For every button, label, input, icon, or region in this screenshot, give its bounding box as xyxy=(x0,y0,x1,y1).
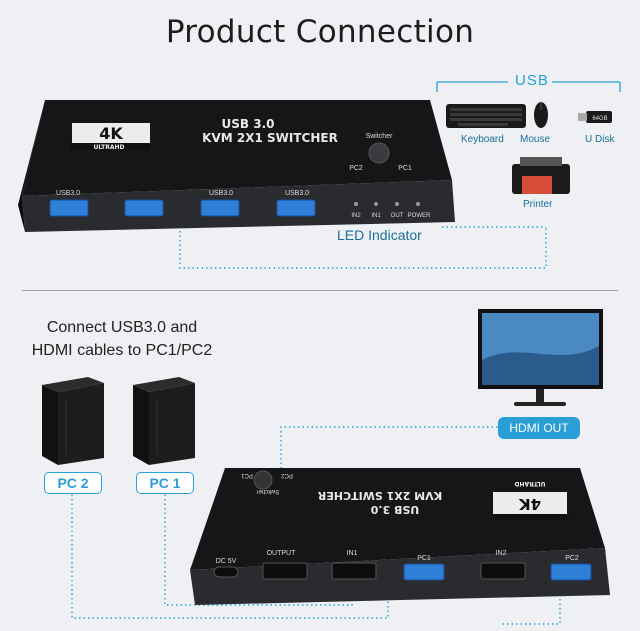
badge-4k-top: 4K xyxy=(99,124,123,143)
port-label-4: USB3.0 xyxy=(285,190,309,197)
badge-ultrahd-bottom: ULTRAHD xyxy=(514,480,545,487)
bottom-pc2-label: PC2 xyxy=(281,472,293,478)
usb-label: USB xyxy=(515,72,549,89)
top-device-line1: USB 3.0 xyxy=(222,117,275,131)
indicator-out: OUT xyxy=(391,213,404,219)
keyboard-label: Keyboard xyxy=(461,134,504,145)
bottom-device-line2: KVM 2X1 SWITCHER xyxy=(317,489,442,502)
led-dots xyxy=(354,202,420,206)
bottom-device-line1: USB 3.0 xyxy=(370,503,419,516)
pc1-badge: PC 1 xyxy=(136,472,194,494)
indicator-power: POWER xyxy=(408,213,431,219)
connect-line-1: Connect USB3.0 and xyxy=(46,319,198,336)
pc2-badge: PC 2 xyxy=(44,472,102,494)
port-label-1: USB3.0 xyxy=(56,190,80,197)
keyboard-icon xyxy=(446,104,526,128)
in1-label: IN1 xyxy=(347,550,358,557)
top-switcher-label: Switcher xyxy=(366,133,394,140)
usb-bracket xyxy=(436,81,621,92)
output-label: OUTPUT xyxy=(267,550,297,557)
dc-label: DC 5V xyxy=(216,558,237,565)
mouse-label: Mouse xyxy=(520,134,551,145)
monitor-icon xyxy=(478,309,603,406)
bottom-pc1-label: PC1 xyxy=(241,472,253,478)
u-disk-size: 64GB xyxy=(592,116,607,122)
hdmi-out-badge: HDMI OUT xyxy=(498,417,580,439)
in2-label: IN2 xyxy=(496,550,507,557)
badge-4k-bottom: 4K xyxy=(518,495,541,513)
printer-label: Printer xyxy=(523,199,553,210)
top-device-line2: KVM 2X1 SWITCHER xyxy=(202,131,338,145)
pc1-tower-icon xyxy=(133,377,195,465)
mouse-icon xyxy=(534,102,548,128)
pc1-port-label: PC1 xyxy=(417,555,431,562)
section-divider xyxy=(22,290,618,291)
pc2-tower-icon xyxy=(42,377,104,465)
indicator-in2: IN2 xyxy=(351,213,361,219)
pc2-port-label: PC2 xyxy=(565,555,579,562)
u-disk-label: U Disk xyxy=(585,134,615,145)
badge-ultrahd-top: ULTRAHD xyxy=(93,144,124,151)
bottom-kvm-switcher xyxy=(190,468,610,605)
connect-instructions: Connect USB3.0 and HDMI cables to PC1/PC… xyxy=(22,316,222,362)
indicator-in1: IN1 xyxy=(371,213,381,219)
top-usb-ports xyxy=(49,199,316,217)
switch-button xyxy=(368,142,390,164)
bottom-switcher-label: Switcher xyxy=(256,488,279,494)
port-label-3: USB3.0 xyxy=(209,190,233,197)
top-pc2-label: PC2 xyxy=(349,165,363,172)
page-title: Product Connection xyxy=(165,14,475,50)
top-pc1-label: PC1 xyxy=(398,165,412,172)
led-indicator-label: LED Indicator xyxy=(337,227,422,243)
top-kvm-switcher xyxy=(18,100,455,232)
connect-line-2: HDMI cables to PC1/PC2 xyxy=(31,342,213,359)
u-disk-icon xyxy=(578,111,612,123)
printer-icon xyxy=(512,157,570,194)
